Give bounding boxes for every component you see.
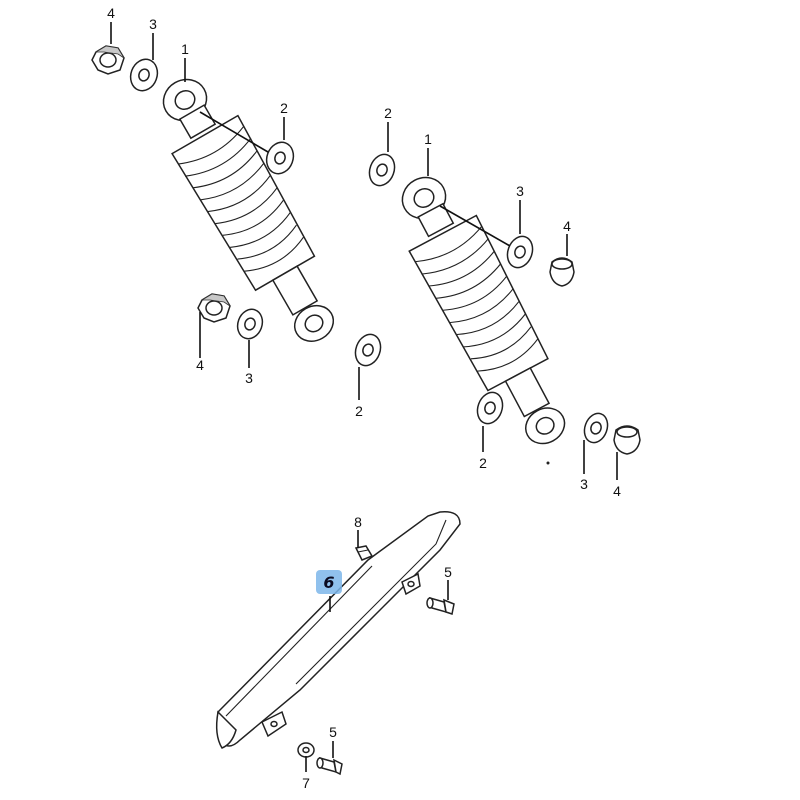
callout-5-b: 5 [329, 724, 337, 740]
washer-icon [129, 58, 159, 92]
callout-8: 8 [354, 514, 362, 530]
spring-coils-right [414, 225, 539, 372]
chain-guard [215, 511, 461, 749]
callout-2-a: 2 [280, 100, 288, 116]
nut-icon [91, 45, 125, 75]
stray-dot [546, 461, 550, 465]
callout-4-c: 4 [196, 357, 204, 373]
shock-absorber-right [401, 176, 566, 445]
callout-7: 7 [302, 775, 310, 791]
washer-icon [476, 391, 504, 425]
callout-3-c: 3 [245, 370, 253, 386]
shock-absorber-left [162, 78, 335, 342]
cap-nut-icon [613, 425, 641, 455]
callout-3-d: 3 [580, 476, 588, 492]
washer-icon [583, 412, 609, 444]
cap-nut-icon [549, 257, 575, 287]
highlight-box [316, 570, 342, 594]
bolt-icon [426, 596, 455, 615]
callout-4-a: 4 [107, 5, 115, 21]
callout-1-b: 1 [424, 131, 432, 147]
spring-coils-left [178, 125, 304, 272]
callout-1-a: 1 [181, 41, 189, 57]
callout-2-c: 2 [355, 403, 363, 419]
callout-2-d: 2 [479, 455, 487, 471]
bolt-icon [316, 756, 343, 776]
nut-icon [197, 293, 231, 323]
callout-6: 6 [323, 573, 334, 592]
clip-nut-icon [354, 545, 374, 561]
callout-5-a: 5 [444, 564, 452, 580]
callout-3-b: 3 [516, 183, 524, 199]
washer-icon [354, 333, 382, 367]
washer-icon [368, 153, 396, 187]
washer-icon [297, 742, 315, 758]
callout-3-a: 3 [149, 16, 157, 32]
callout-2-b: 2 [384, 105, 392, 121]
callout-4-b: 4 [563, 218, 571, 234]
callout-4-d: 4 [613, 483, 621, 499]
leader-lines [110, 22, 618, 772]
washer-icon [506, 235, 534, 269]
callout-numbers: 4 3 1 2 2 1 3 4 4 3 2 2 3 4 8 5 6 5 7 [107, 5, 621, 791]
washer-icon [236, 308, 264, 340]
washer-icon [265, 141, 295, 175]
